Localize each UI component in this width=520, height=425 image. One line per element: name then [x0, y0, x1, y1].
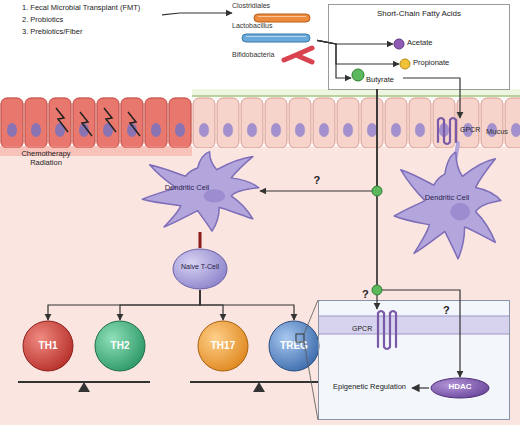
connector-arrow [317, 40, 399, 64]
node-text: 1. Fecal Microbial Transplant (FMT) [22, 4, 162, 13]
lamina-propria [0, 146, 520, 425]
node-text: Clostridiales [232, 2, 317, 10]
inflamed-epithelium [0, 96, 192, 148]
hdac-enzyme: HDAC [430, 377, 490, 399]
connector-arrow [48, 290, 200, 320]
node-text: GPCR [460, 126, 486, 134]
connector-arrow [200, 290, 294, 320]
balance-beam [190, 381, 328, 383]
node-text: Acetate [407, 39, 453, 48]
bacterium-rod: Clostridiales [232, 2, 317, 24]
connector-arrow [120, 290, 200, 320]
bacterium-y: Bifidobacteria [232, 44, 317, 66]
balance-beam [18, 381, 150, 383]
connector-arrow [317, 40, 351, 78]
connector-arrow [200, 290, 223, 320]
connector-arrow [377, 89, 460, 377]
scfa-molecule: Butyrate [351, 67, 403, 89]
scfa-molecule: Propionate [399, 57, 469, 71]
scfa-molecule: Acetate [393, 37, 453, 51]
node-text: 3. Prebiotics/Fiber [22, 28, 162, 37]
lightning-bolt [56, 108, 68, 132]
bacterium-rod: Lactobacillus [232, 22, 317, 42]
zoom-line [304, 300, 318, 420]
source-list: 1. Fecal Microbial Transplant (FMT) 2. Pr… [22, 4, 162, 40]
dendritic-cell: Dendritic Cell [140, 150, 260, 232]
connector-arrow [162, 13, 232, 15]
regulation-arrow [412, 387, 429, 388]
node-text: TH2 [94, 340, 146, 352]
dendritic-cell: Dendritic Cell [392, 150, 502, 260]
t-cell: TREG [268, 320, 320, 372]
connector-arrow [376, 89, 377, 309]
node-text: TH17 [197, 340, 249, 352]
node-text: Propionate [413, 59, 469, 68]
gpcr-receptor: GPCR [436, 118, 484, 144]
balance-fulcrum [78, 382, 90, 392]
t-cell: Naive T-Cell [172, 248, 228, 290]
butyrate-molecule [372, 186, 382, 196]
connector-arrow [317, 40, 393, 44]
node-text: TH1 [22, 340, 74, 352]
node-text: Lactobacillus [232, 22, 317, 30]
lightning-bolt [80, 112, 92, 136]
connector-arrow [260, 89, 377, 191]
t-cell: TH2 [94, 320, 146, 372]
node-text: Dendritic Cell [162, 184, 212, 193]
annotation-label: Chemotherapy Radiation [6, 150, 86, 167]
membrane-edge [319, 316, 509, 334]
node-text: Short-Chain Fatty Acids [329, 9, 509, 18]
connector-arrow [403, 78, 460, 118]
inset-background [318, 300, 510, 420]
edge-label: ? [443, 305, 450, 316]
edge-label: ? [362, 289, 369, 300]
lightning-bolt [128, 112, 140, 136]
node-text: Naive T-Cell [172, 263, 228, 271]
node-text: GPCR [352, 325, 376, 333]
mucus-line [192, 95, 520, 97]
edge-label: ? [314, 175, 321, 186]
node-text: Bifidobacteria [232, 51, 284, 59]
inset-box: Epigenetic Regulation GPCR HDAC [318, 300, 510, 420]
mucus-layer [192, 89, 520, 97]
butyrate-molecule [372, 285, 382, 295]
scfa-box: Short-Chain Fatty AcidsAcetatePropionate… [328, 4, 510, 90]
node-text: HDAC [430, 382, 490, 391]
dendritic-cell-shape [392, 150, 502, 260]
t-cell: TH17 [197, 320, 249, 372]
node-text: TREG [268, 340, 320, 352]
node-text: Butyrate [366, 76, 406, 85]
annotation-label: Mucus [486, 128, 520, 137]
node-text: Dendritic Cell [424, 194, 470, 203]
cell-membrane [319, 316, 509, 334]
node-text: Epigenetic Regulation [333, 383, 428, 392]
t-cell: TH1 [22, 320, 74, 372]
epithelium [0, 96, 520, 148]
balance-fulcrum [253, 382, 265, 392]
zoom-marker [296, 334, 304, 342]
lightning-bolt [104, 108, 116, 132]
gpcr-receptor: GPCR [352, 309, 402, 353]
node-text: 2. Probiotics [22, 16, 162, 25]
connector-arrow [199, 232, 202, 248]
